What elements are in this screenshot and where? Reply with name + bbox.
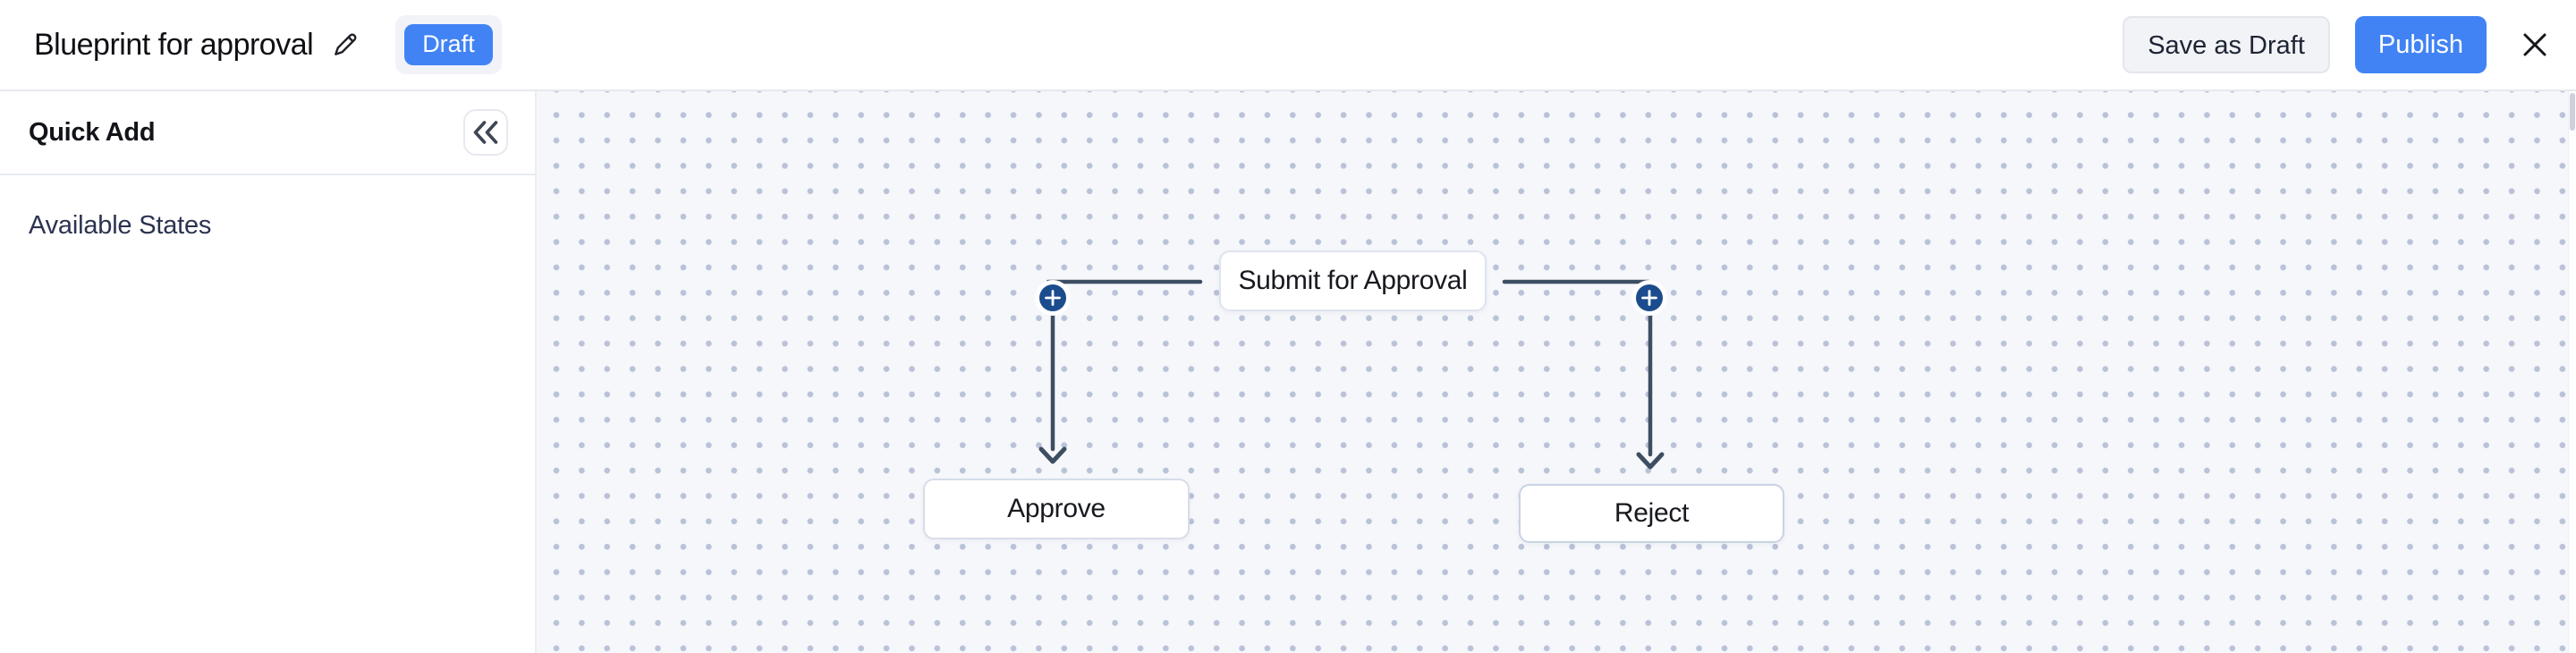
- add-transition-button-left[interactable]: [1039, 284, 1066, 311]
- transition-node-submit-for-approval[interactable]: Submit for Approval: [1219, 250, 1487, 311]
- arrowhead-right-down: [1636, 452, 1665, 470]
- header: Blueprint for approval Draft Save as Dra…: [0, 0, 2576, 91]
- sidebar-header: Quick Add: [0, 91, 535, 175]
- status-badge: Draft: [404, 24, 493, 65]
- header-actions: Save as Draft Publish: [2123, 16, 2555, 73]
- arrowhead-left-down: [1038, 446, 1067, 464]
- state-node-approve[interactable]: Approve: [923, 479, 1190, 539]
- sidebar-title: Quick Add: [29, 117, 156, 147]
- add-transition-button-right[interactable]: [1636, 284, 1663, 311]
- close-icon: [2523, 33, 2546, 56]
- state-node-reject[interactable]: Reject: [1519, 484, 1784, 543]
- scrollbar-thumb[interactable]: [2570, 93, 2575, 131]
- save-as-draft-button[interactable]: Save as Draft: [2123, 16, 2330, 73]
- publish-button[interactable]: Publish: [2354, 16, 2487, 73]
- page-title: Blueprint for approval: [34, 27, 314, 62]
- plus-icon: [1045, 290, 1061, 306]
- transition-connectors: [1038, 279, 1665, 470]
- edit-title-button[interactable]: [327, 27, 363, 63]
- status-badge-container: Draft: [395, 15, 502, 74]
- quick-add-sidebar: Quick Add Available States: [0, 91, 537, 653]
- collapse-sidebar-button[interactable]: [463, 109, 508, 156]
- close-button[interactable]: [2515, 25, 2555, 64]
- blueprint-canvas[interactable]: Submit for Approval Approve Reject: [537, 91, 2576, 653]
- plus-icon: [1641, 290, 1657, 306]
- canvas-vertical-scrollbar[interactable]: [2568, 91, 2576, 653]
- available-states-label: Available States: [29, 211, 212, 240]
- pencil-icon: [335, 33, 357, 55]
- double-chevron-left-icon: [473, 121, 498, 144]
